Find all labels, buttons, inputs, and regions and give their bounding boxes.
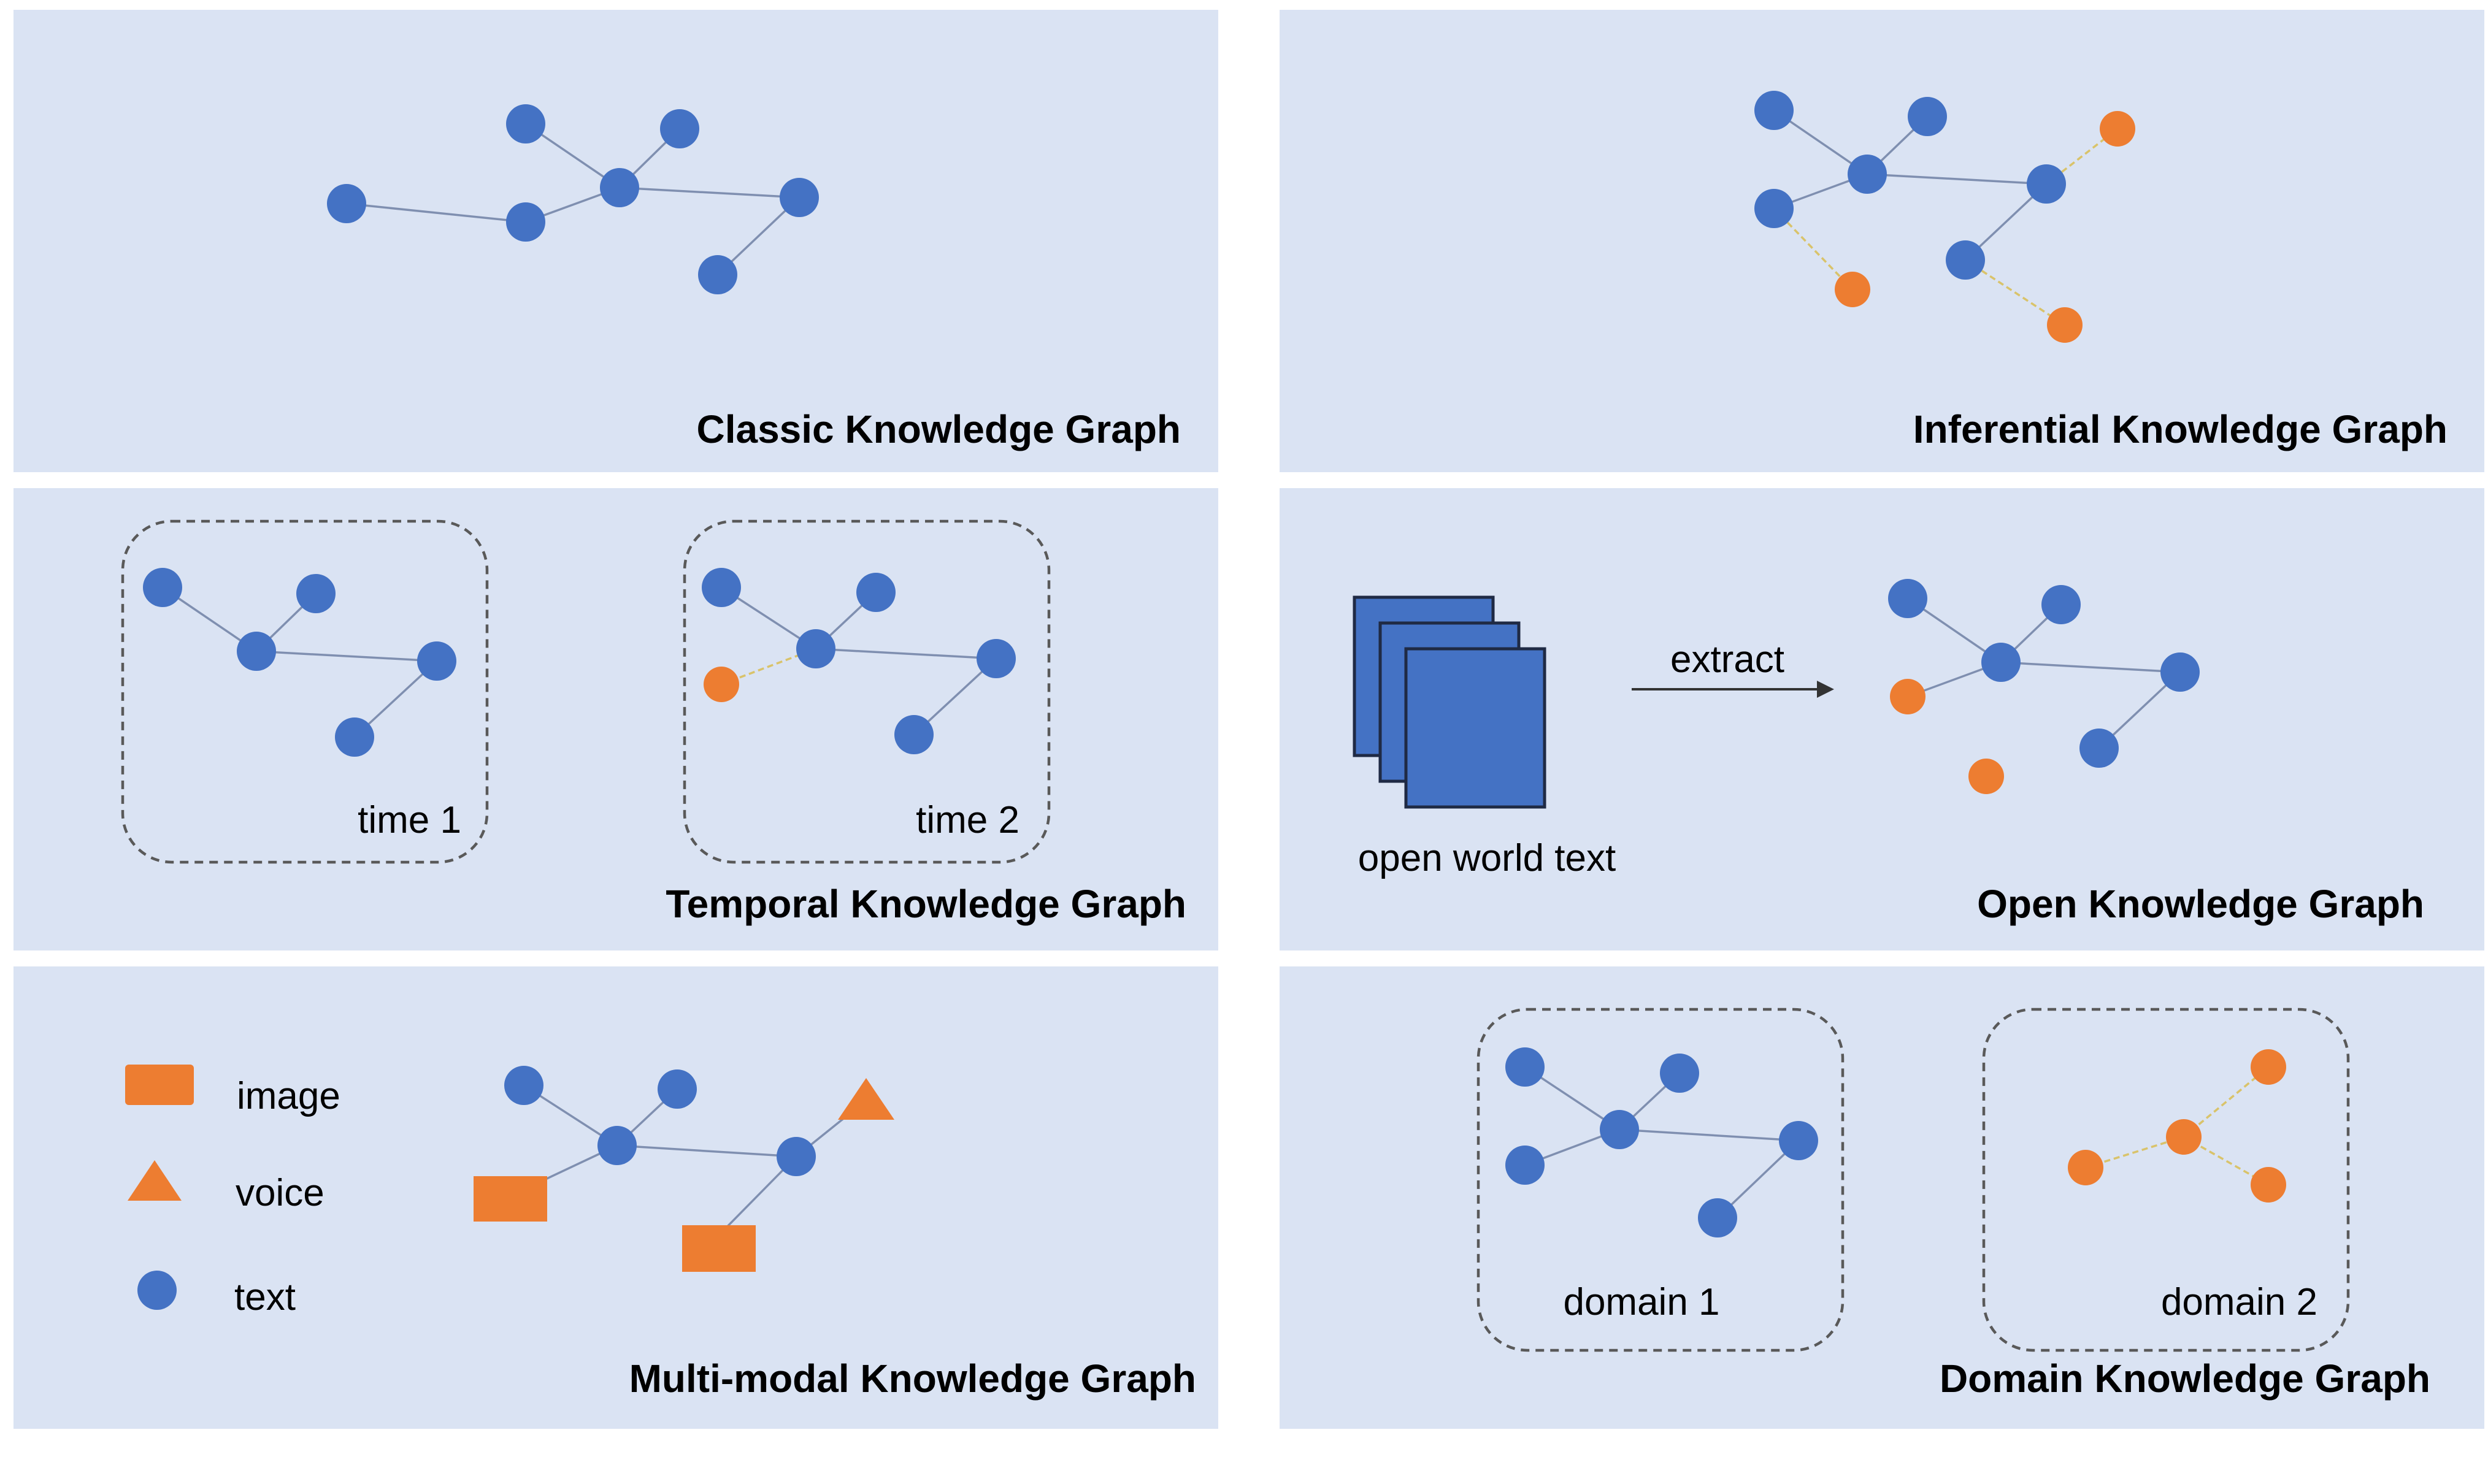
multimodal-graph [474,1066,894,1272]
legend-label-voice: voice [236,1172,324,1214]
node [1981,643,2021,682]
node [237,632,276,671]
node [143,568,182,607]
panel-title-inferential: Inferential Knowledge Graph [1913,407,2448,451]
open-graph [1888,579,2200,794]
node [702,568,741,607]
node [1600,1110,1639,1149]
node [2041,585,2081,624]
node [1779,1121,1818,1160]
node [977,639,1016,678]
legend-label-image: image [237,1075,340,1117]
node [1660,1054,1699,1093]
node [2251,1049,2286,1085]
domain-1-graph [1505,1047,1818,1237]
time-2-label: time 2 [916,799,1019,841]
time-1-group-box [121,519,489,864]
extracted-node [1968,759,2004,794]
panel-title-open: Open Knowledge Graph [1977,882,2424,926]
node [2079,729,2119,768]
time-2-group-box [683,519,1051,864]
domain-1-label: domain 1 [1563,1281,1719,1323]
time-1-graph [143,568,456,757]
panel-title-classic: Classic Knowledge Graph [696,407,1181,451]
node [1888,579,1927,618]
node [2068,1150,2103,1185]
node [1754,91,1794,130]
node [1698,1198,1737,1237]
node [296,574,336,613]
node [658,1069,697,1109]
node [2160,652,2200,692]
new-node [704,667,739,702]
domain-2-group-box [1982,1008,2350,1352]
panel-classic-bg [13,10,1218,472]
inferred-node [1835,272,1870,307]
panel-domain-bg [1280,966,2484,1429]
node [698,255,737,294]
legend: image voice text [125,1065,340,1318]
time-1-label: time 1 [358,799,461,841]
voice-legend-icon [128,1160,182,1201]
node [327,184,366,223]
node [506,104,545,143]
panel-title-multimodal: Multi-modal Knowledge Graph [629,1356,1196,1401]
inferred-node [2047,307,2083,343]
panel-multimodal-bg [13,966,1218,1429]
open-world-text-label: open world text [1358,837,1616,879]
legend-label-text: text [234,1276,296,1318]
time-2-graph [702,568,1016,754]
document-stack-icon [1353,595,1546,809]
domain-2-graph [2068,1049,2286,1203]
node [780,178,819,217]
image-legend-icon [125,1065,194,1105]
node [1505,1146,1545,1185]
extracted-node [1890,679,1926,714]
node [600,168,639,207]
panel-temporal-bg [13,488,1218,950]
node [1505,1047,1545,1087]
node [1946,240,1985,280]
node [660,109,699,148]
voice-node [838,1078,894,1120]
node [335,717,374,757]
node [506,202,545,242]
image-node [474,1176,547,1222]
classic-graph [327,104,819,294]
node [1908,97,1947,136]
text-legend-icon [137,1271,177,1310]
node [597,1126,637,1165]
node [856,573,896,612]
node [1754,189,1794,228]
node [2251,1167,2286,1203]
node [417,641,456,681]
node [894,715,934,754]
inferential-graph [1754,91,2135,343]
domain-2-label: domain 2 [2161,1281,2317,1323]
panel-inferential-bg [1280,10,2484,472]
node [2027,164,2066,204]
node [777,1137,816,1176]
image-node [682,1225,756,1272]
panel-title-domain: Domain Knowledge Graph [1940,1356,2430,1401]
extract-label: extract [1670,638,1784,681]
node [1848,155,1887,194]
panel-title-temporal: Temporal Knowledge Graph [666,882,1186,926]
node [2166,1119,2202,1155]
inferred-node [2100,111,2135,147]
node [504,1066,543,1105]
domain-1-group-box [1476,1008,1845,1352]
extract-arrowhead [1817,681,1834,698]
node [796,629,835,668]
